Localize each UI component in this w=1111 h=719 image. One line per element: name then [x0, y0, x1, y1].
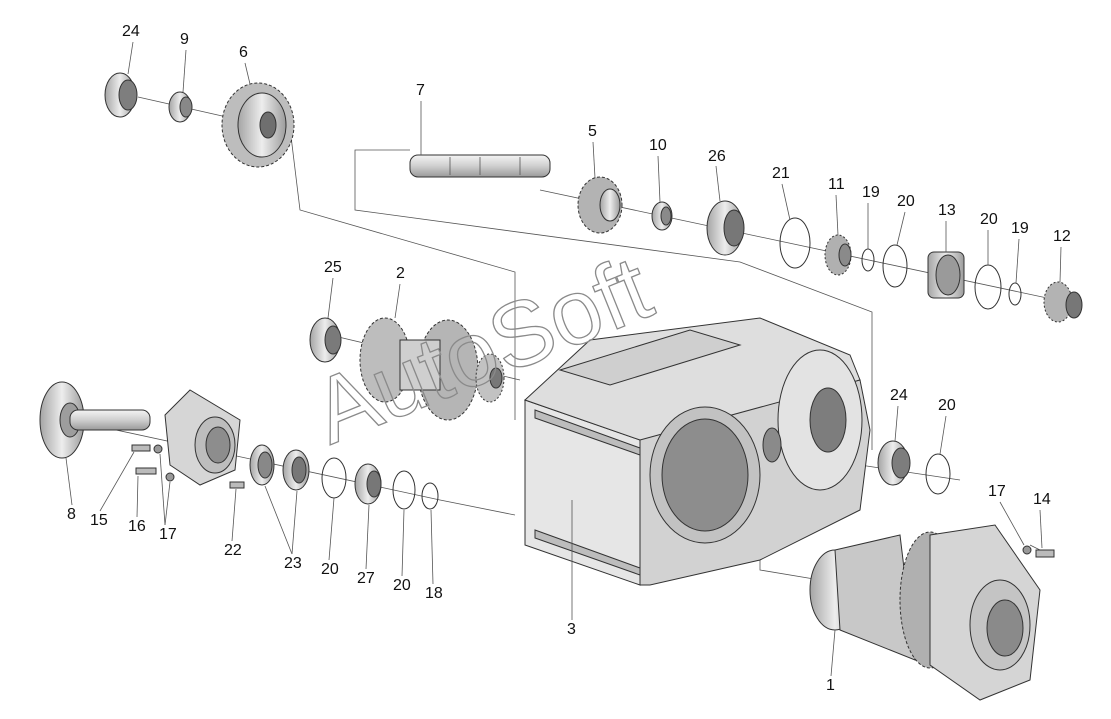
callout-27: 27	[357, 570, 375, 587]
callout-5: 5	[588, 123, 597, 140]
callout-9: 9	[180, 31, 189, 48]
flange-shaft-8	[39, 381, 151, 459]
callout-23: 23	[284, 555, 302, 572]
pin-22	[229, 481, 245, 489]
callout-10: 10	[649, 137, 667, 154]
snap-ring-19-b	[1008, 282, 1022, 306]
callout-15: 15	[90, 512, 108, 529]
callout-13: 13	[938, 202, 956, 219]
callout-21: 21	[772, 165, 790, 182]
callout-26: 26	[708, 148, 726, 165]
callout-22: 22	[224, 542, 242, 559]
ring-18	[421, 482, 439, 510]
callout-24: 24	[122, 23, 140, 40]
callout-labels: 24 9 6 7 5 10 26 21 11 19 20 13 20 19 12…	[67, 23, 1071, 694]
gear-11	[824, 234, 852, 276]
housing	[524, 317, 871, 586]
callout-20: 20	[980, 211, 998, 228]
bolt-14	[1022, 545, 1055, 558]
bearing-26	[706, 200, 745, 256]
gear-cluster-2	[359, 317, 505, 421]
callout-12: 12	[1053, 228, 1071, 245]
leader-lines	[65, 41, 1062, 677]
callout-3: 3	[567, 621, 576, 638]
bolts-15-16	[131, 444, 175, 482]
snap-ring-20-d	[392, 470, 416, 510]
callout-2: 2	[396, 265, 405, 282]
gear-6	[221, 82, 295, 168]
callout-14: 14	[1033, 491, 1051, 508]
callout-11: 11	[828, 176, 845, 193]
callout-6: 6	[239, 44, 248, 61]
callout-20: 20	[321, 561, 339, 578]
bearing-25	[309, 317, 342, 363]
sleeve-12	[1043, 281, 1083, 323]
callout-18: 18	[425, 585, 443, 602]
callout-1: 1	[826, 677, 835, 694]
bearing-24-top	[104, 72, 138, 118]
snap-ring-20-e	[925, 453, 951, 495]
bushing-9	[168, 91, 193, 123]
callout-20: 20	[938, 397, 956, 414]
snap-ring-20-c	[321, 457, 347, 499]
callout-17: 17	[988, 483, 1006, 500]
differential-1	[809, 524, 1041, 701]
callout-7: 7	[416, 82, 425, 99]
callout-19: 19	[1011, 220, 1029, 237]
ring-10	[651, 201, 673, 231]
callout-20: 20	[897, 193, 915, 210]
cover-housing	[164, 389, 241, 486]
callout-16: 16	[128, 518, 146, 535]
bearing-27	[354, 463, 382, 505]
snap-ring-21	[779, 217, 811, 269]
snap-ring-20-a	[882, 244, 908, 288]
needle-bearing-13	[927, 251, 965, 299]
callout-20: 20	[393, 577, 411, 594]
bearing-24-right	[877, 440, 911, 486]
callout-24: 24	[890, 387, 908, 404]
gear-5	[577, 176, 623, 234]
callout-19: 19	[862, 184, 880, 201]
shaft-7	[409, 154, 551, 178]
callout-17: 17	[159, 526, 177, 543]
seals-23	[249, 444, 310, 491]
callout-25: 25	[324, 259, 342, 276]
callout-8: 8	[67, 506, 76, 523]
